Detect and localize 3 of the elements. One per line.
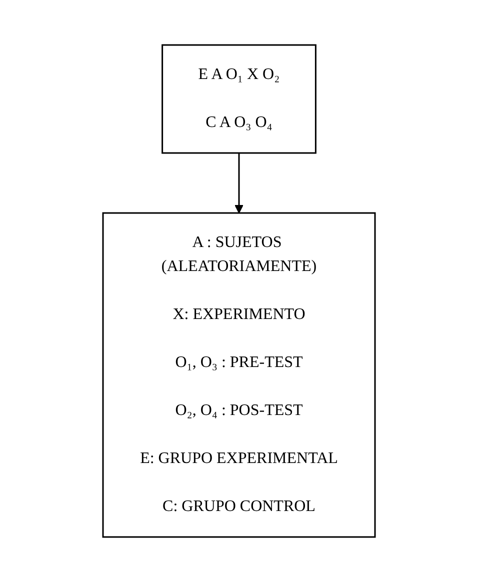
arrow [234, 152, 244, 213]
node-box: E A O₁ X O₂ C A O₃ O₄ [162, 44, 316, 154]
node-box: A : SUJETOS (ALEATORIAMENTE) X: EXPERIMENTO O₁, O₃ : PRE-TEST O₂, O₄ : POS-TEST E: GRUPO EXPERIMENTAL C: GRUPO CONTROL [102, 212, 376, 538]
